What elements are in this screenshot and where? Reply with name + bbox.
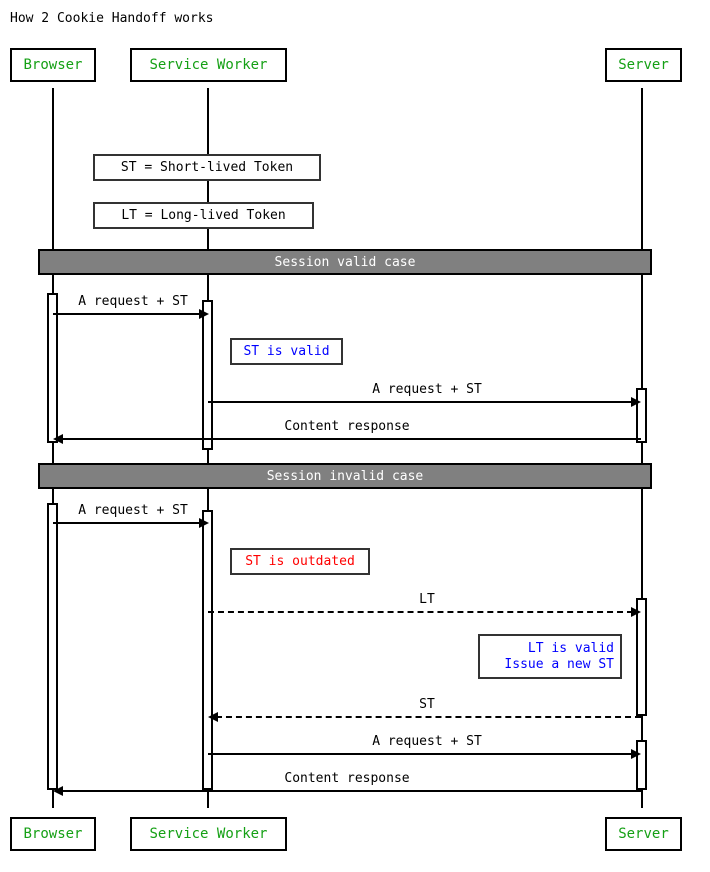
activation-server-invalid-content (636, 740, 647, 790)
message-line-m1 (53, 313, 205, 315)
participant-label: Server (618, 57, 669, 73)
participant-service-worker-top[interactable]: Service Worker (130, 48, 287, 82)
note-st-is-outdated: ST is outdated (230, 548, 370, 575)
arrow-head-m2 (631, 397, 641, 407)
participant-label: Browser (23, 57, 83, 73)
fragment-label: Session invalid case (266, 468, 424, 484)
note-line: LT = Long-lived Token (121, 207, 286, 223)
activation-server-invalid-lt (636, 598, 647, 716)
message-line-m7 (208, 753, 633, 755)
diagram-title: How 2 Cookie Handoff works (10, 11, 214, 26)
participant-browser-bottom[interactable]: Browser (10, 817, 96, 851)
note-line: Issue a new ST (504, 656, 614, 672)
message-label-m4: A request + ST (78, 503, 188, 518)
note-long-lived-token: LT = Long-lived Token (93, 202, 314, 229)
activation-service-worker-invalid (202, 510, 213, 790)
note-line: ST = Short-lived Token (120, 159, 294, 175)
arrow-head-m4 (199, 518, 209, 528)
arrow-head-m7 (631, 749, 641, 759)
message-label-m2: A request + ST (372, 382, 482, 397)
lifeline-browser (52, 88, 54, 808)
arrow-head-m8 (53, 786, 63, 796)
fragment-label: Session valid case (274, 254, 416, 270)
participant-browser-top[interactable]: Browser (10, 48, 96, 82)
participant-server-top[interactable]: Server (605, 48, 682, 82)
participant-label: Service Worker (149, 57, 268, 73)
message-line-m3 (58, 438, 641, 440)
message-label-m5: LT (419, 592, 435, 607)
arrow-head-m6 (208, 712, 218, 722)
participant-label: Server (618, 826, 669, 842)
fragment-bar-session-invalid: Session invalid case (38, 463, 652, 489)
message-label-m3: Content response (284, 419, 410, 434)
message-line-m6 (216, 716, 641, 718)
message-line-m4 (53, 522, 205, 524)
activation-browser-valid (47, 293, 58, 443)
note-line: ST is valid (243, 343, 330, 359)
participant-server-bottom[interactable]: Server (605, 817, 682, 851)
activation-server-valid (636, 388, 647, 443)
message-label-m8: Content response (284, 771, 410, 786)
message-line-m2 (208, 401, 633, 403)
arrow-head-m5 (631, 607, 641, 617)
message-line-m5 (208, 611, 633, 613)
note-short-lived-token: ST = Short-lived Token (93, 154, 321, 181)
message-line-m8 (58, 790, 641, 792)
participant-label: Service Worker (149, 826, 268, 842)
fragment-bar-session-valid: Session valid case (38, 249, 652, 275)
note-lt-is-valid: LT is valid Issue a new ST (478, 634, 622, 679)
activation-browser-invalid (47, 503, 58, 790)
message-label-m7: A request + ST (372, 734, 482, 749)
note-line: LT is valid (527, 640, 614, 656)
arrow-head-m3 (53, 434, 63, 444)
lifeline-server (641, 88, 643, 808)
activation-service-worker-valid (202, 300, 213, 450)
message-label-m1: A request + ST (78, 294, 188, 309)
participant-service-worker-bottom[interactable]: Service Worker (130, 817, 287, 851)
note-line: ST is outdated (245, 553, 355, 569)
note-st-is-valid: ST is valid (230, 338, 343, 365)
message-label-m6: ST (419, 697, 435, 712)
arrow-head-m1 (199, 309, 209, 319)
participant-label: Browser (23, 826, 83, 842)
